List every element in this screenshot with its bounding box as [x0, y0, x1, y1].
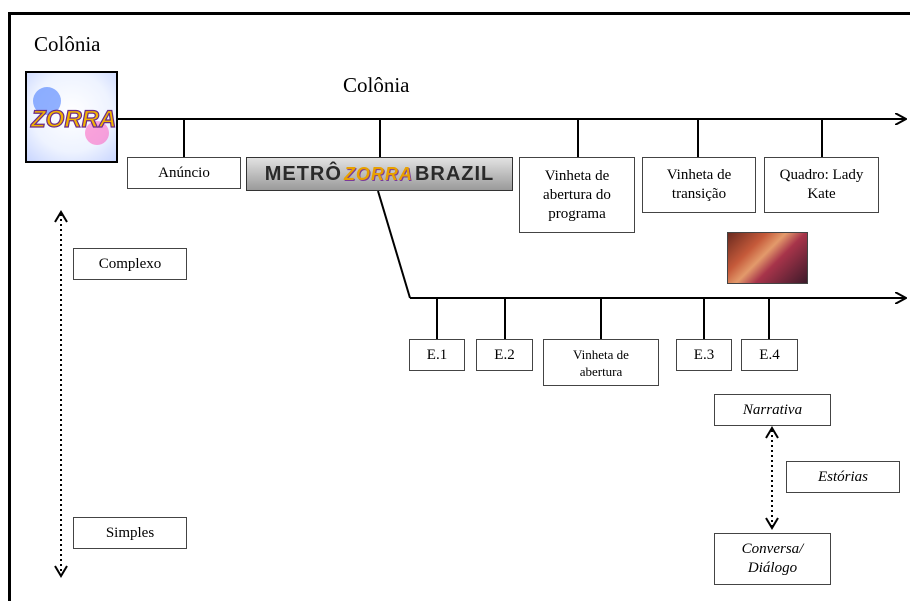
main-item-anuncio: Anúncio	[127, 157, 241, 189]
sub-item-e3: E.3	[676, 339, 732, 371]
scale-right-narrativa: Narrativa	[714, 394, 831, 426]
metro-logo-left: METRÔ	[264, 162, 342, 185]
svg-text:ZORRA: ZORRA	[30, 106, 116, 133]
scale-left-complexo: Complexo	[73, 248, 187, 280]
main-item-quadro-lady-kate: Quadro: Lady Kate	[764, 157, 879, 213]
title-center: Colônia	[343, 73, 410, 97]
main-item-vinheta-transicao: Vinheta de transição	[642, 157, 756, 213]
title-top: Colônia	[34, 32, 101, 56]
branch-line	[377, 190, 411, 299]
sub-item-e4: E.4	[741, 339, 798, 371]
lady-kate-photo	[727, 232, 808, 284]
metro-logo-right: BRAZIL	[414, 162, 495, 185]
scale-left-simples: Simples	[73, 517, 187, 549]
frame-top-border	[8, 12, 910, 15]
sub-item-e2: E.2	[476, 339, 533, 371]
metro-zorra-brazil-logo: METRÔ ZORRA BRAZIL	[246, 157, 513, 191]
main-item-vinheta-abertura-programa: Vinheta de abertura do programa	[519, 157, 635, 233]
sub-item-vinheta-abertura: Vinheta de abertura	[543, 339, 659, 386]
scale-right-conversa-dialogo: Conversa/ Diálogo	[714, 533, 831, 585]
zorra-logo: ZORRA	[25, 71, 118, 163]
sub-item-e1: E.1	[409, 339, 465, 371]
frame-left-border	[8, 12, 11, 601]
metro-logo-middle: ZORRA	[343, 163, 413, 184]
scale-right-estorias: Estórias	[786, 461, 900, 493]
